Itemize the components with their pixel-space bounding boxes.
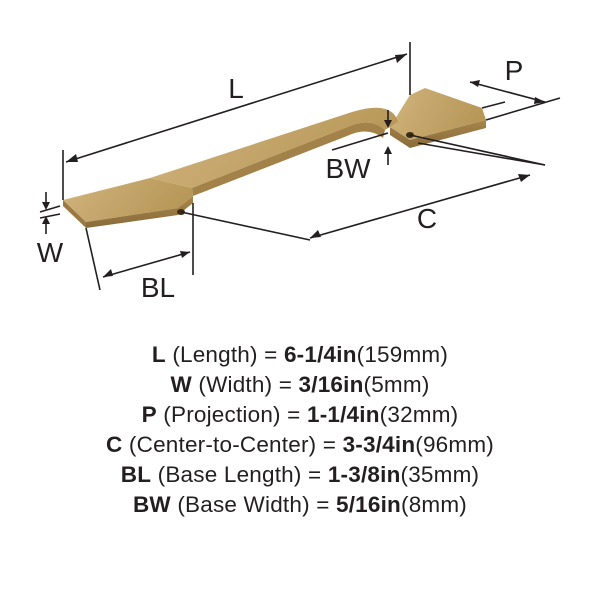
center-to-center-dimension-line: [309, 174, 531, 239]
spec-abbr: L: [151, 342, 166, 367]
spec-name: (Width) =: [198, 372, 299, 397]
spec-name: (Base Width) =: [177, 492, 337, 517]
dimension-diagram: L P BW C W BL: [37, 42, 561, 303]
spec-metric: (96mm): [415, 432, 494, 457]
spec-metric: (5mm): [363, 372, 430, 397]
spec-abbr: BL: [120, 462, 152, 487]
label-length: L: [228, 73, 244, 104]
label-base-length: BL: [141, 272, 175, 303]
spec-center-to-center: C (Center-to-Center) = 3-3/4in(96mm): [0, 430, 600, 460]
spec-value: 1-3/8in: [327, 462, 401, 487]
spec-projection: P (Projection) = 1-1/4in(32mm): [0, 400, 600, 430]
label-base-width: BW: [325, 153, 371, 184]
length-dimension-line: [65, 53, 408, 163]
spec-name: (Projection) =: [163, 402, 307, 427]
right-base-top: [390, 88, 486, 140]
left-base-side: [86, 196, 193, 228]
handle-bar-inner: [192, 122, 385, 196]
left-base-top: [63, 178, 193, 222]
label-width: W: [37, 237, 64, 268]
specifications-list: L (Length) = 6-1/4in(159mm) W (Width) = …: [0, 340, 600, 520]
spec-metric: (35mm): [400, 462, 480, 487]
spec-name: (Center-to-Center) =: [128, 432, 343, 457]
handle-bar-top: [150, 107, 398, 188]
projection-dimension-line: [469, 81, 546, 103]
spec-value: 1-1/4in: [306, 402, 380, 427]
spec-metric: (159mm): [356, 342, 449, 367]
spec-metric: (8mm): [401, 492, 467, 517]
spec-value: 5/16in: [336, 492, 402, 517]
left-base-front: [63, 200, 86, 228]
spec-value: 3-3/4in: [342, 432, 416, 457]
spec-base-width: BW (Base Width) = 5/16in(8mm): [0, 490, 600, 520]
spec-width: W (Width) = 3/16in(5mm): [0, 370, 600, 400]
spec-name: (Base Length) =: [157, 462, 328, 487]
spec-base-length: BL (Base Length) = 1-3/8in(35mm): [0, 460, 600, 490]
cabinet-pull-handle: [63, 88, 486, 228]
spec-value: 6-1/4in: [283, 342, 357, 367]
spec-abbr: BW: [132, 492, 171, 517]
spec-name: (Length) =: [172, 342, 284, 367]
label-center-to-center: C: [417, 203, 437, 234]
dimension-lines: [39, 42, 561, 291]
spec-metric: (32mm): [379, 402, 459, 427]
spec-abbr: W: [170, 372, 192, 397]
spec-value: 3/16in: [298, 372, 364, 397]
label-projection: P: [505, 55, 524, 86]
spec-length: L (Length) = 6-1/4in(159mm): [0, 340, 600, 370]
base-length-dimension-line: [102, 251, 191, 278]
arrowheads: [42, 54, 545, 277]
spec-abbr: P: [141, 402, 157, 427]
spec-abbr: C: [106, 432, 123, 457]
right-base-side: [390, 120, 486, 148]
